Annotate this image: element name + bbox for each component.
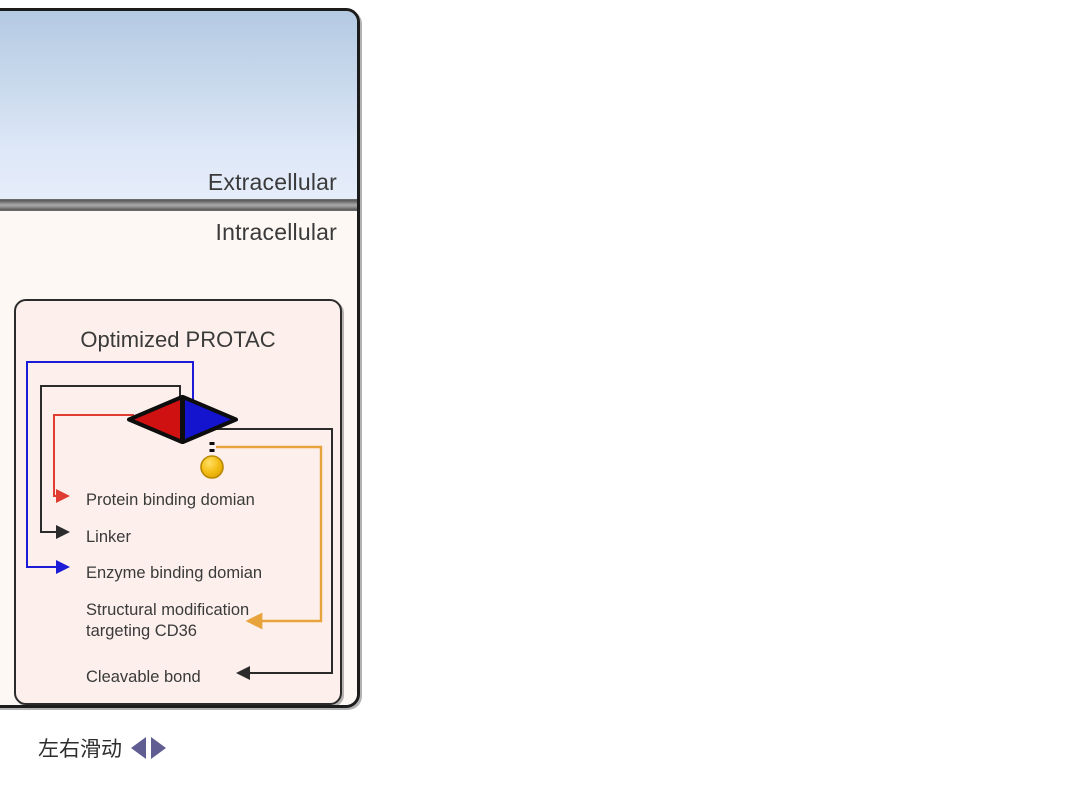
legend-label-structural-modification: Structural modification targeting CD36 xyxy=(86,601,250,641)
connector-enzyme xyxy=(26,361,194,574)
structural-modification-glyph xyxy=(200,455,224,479)
protein-binding-domain-glyph xyxy=(127,395,184,444)
legend-label-cleavable-bond: Cleavable bond xyxy=(86,668,201,686)
extracellular-region xyxy=(0,11,357,199)
extracellular-label: Extracellular xyxy=(207,169,337,195)
enzyme-binding-domain-glyph xyxy=(181,395,238,444)
right-triangle-icon[interactable] xyxy=(151,737,166,759)
optimized-protac-card[interactable]: Optimized PROTAC xyxy=(14,299,342,705)
swipe-arrows[interactable] xyxy=(131,737,166,759)
figure-panel[interactable]: Extracellular Intracellular Optimized PR… xyxy=(0,8,360,708)
swipe-hint: 左右滑动 xyxy=(38,733,166,763)
protac-connector-diagram xyxy=(26,361,333,680)
connector-cleavable xyxy=(212,428,333,680)
cell-membrane-band xyxy=(0,199,357,211)
connector-protein xyxy=(53,414,134,503)
legend-label-enzyme-binding-domain: Enzyme binding domian xyxy=(86,564,263,582)
legend-label-protein-binding-domain: Protein binding domian xyxy=(86,491,255,509)
left-triangle-icon[interactable] xyxy=(131,737,146,759)
connector-cd36 xyxy=(216,445,323,630)
protac-card-title: Optimized PROTAC xyxy=(80,327,276,352)
swipe-hint-text: 左右滑动 xyxy=(38,738,122,761)
legend-label-linker: Linker xyxy=(86,528,131,546)
intracellular-label: Intracellular xyxy=(215,219,337,245)
